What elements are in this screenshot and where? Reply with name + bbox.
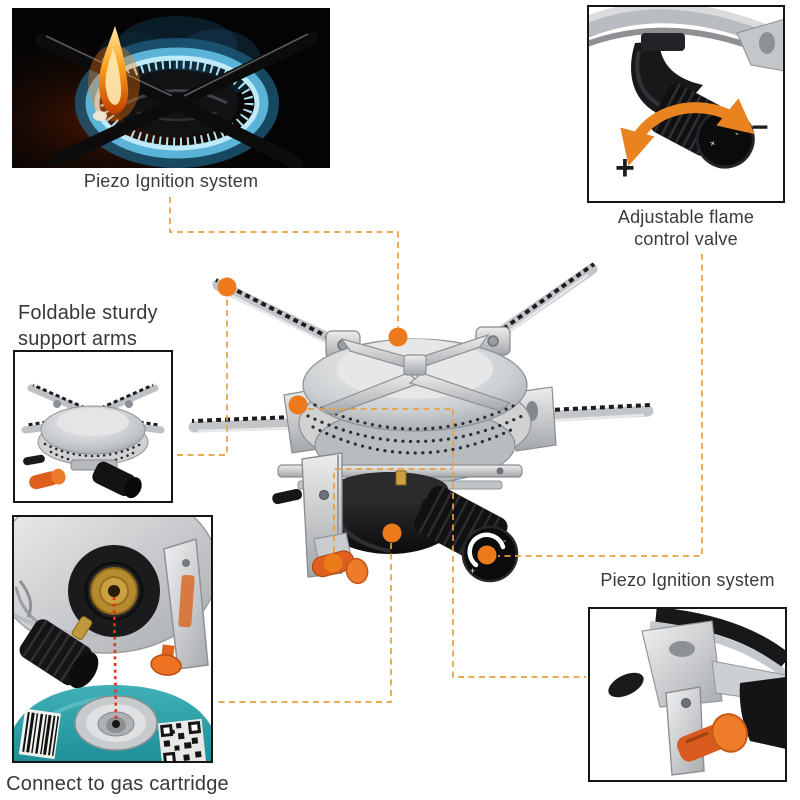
valve-caption-line2: control valve	[634, 229, 738, 249]
flame-photo-caption: Piezo Ignition system	[12, 170, 330, 192]
burner-flame-photo	[12, 8, 330, 168]
piezo-caption-text: Piezo Ignition system	[600, 570, 775, 590]
flame-control-valve-inset: + - + −	[587, 5, 785, 203]
foldable-label-line1: Foldable sturdy	[18, 302, 158, 324]
valve-caption-line1: Adjustable flame	[617, 207, 755, 227]
valve-minus-label: −	[751, 111, 769, 144]
valve-plus-label: +	[615, 149, 635, 187]
rotation-arrow-icon	[620, 98, 755, 167]
alignment-dotted-line	[112, 596, 118, 720]
gas-cartridge-inset	[12, 515, 213, 763]
main-knob-minus-mark: -	[503, 536, 506, 547]
valve-knob-illustration: + - + −	[589, 7, 783, 187]
ignition-button-illustration	[608, 609, 785, 776]
cartridge-caption-text: Connect to gas cartridge	[6, 773, 229, 795]
folded-stove-inset	[13, 350, 173, 503]
main-product-image: + -	[180, 255, 660, 605]
folded-stove-illustration	[21, 383, 165, 499]
foldable-arms-label: Foldable sturdy support arms	[18, 300, 218, 352]
flame-caption-text: Piezo Ignition system	[83, 171, 259, 191]
stove-illustration: + -	[188, 262, 654, 585]
piezo-caption: Piezo Ignition system	[588, 569, 787, 591]
valve-caption: Adjustable flame control valve	[577, 206, 795, 250]
cartridge-caption: Connect to gas cartridge	[0, 771, 235, 797]
cartridge-connection-illustration	[14, 517, 211, 761]
foldable-label-line2: support arms	[18, 328, 138, 350]
piezo-ignition-inset	[588, 607, 787, 782]
main-knob-plus-mark: +	[470, 566, 475, 576]
flame-illustration	[12, 8, 330, 168]
